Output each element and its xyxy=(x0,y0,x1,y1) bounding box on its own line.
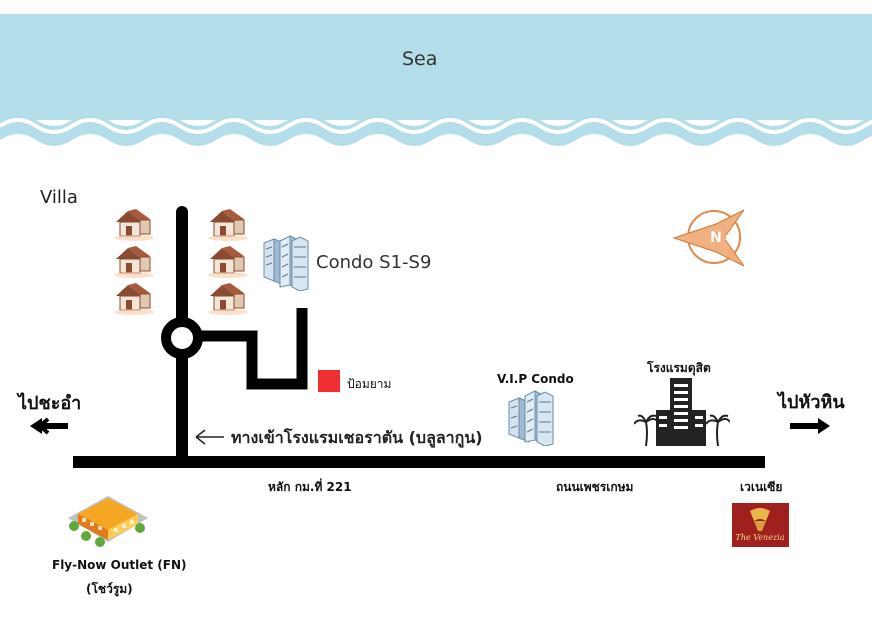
guard-post-label: ป้อมยาม xyxy=(347,377,392,391)
house-icon xyxy=(207,208,249,242)
entrance-label: ทางเข้าโรงแรมเชอราตัน (บลูลากูน) xyxy=(231,428,483,447)
sea-area xyxy=(0,14,872,146)
villa-houses xyxy=(113,208,249,316)
side-road xyxy=(198,308,308,390)
shop-building-icon xyxy=(68,496,148,547)
to-hua-hin-label: ไปหัวหิน xyxy=(778,392,845,413)
house-icon xyxy=(113,245,155,279)
villa-label: Villa xyxy=(40,187,78,208)
house-icon xyxy=(207,245,249,279)
outlet-sublabel: (โชว์รูม) xyxy=(86,582,133,596)
venezia-logo-icon: The Venezia xyxy=(732,503,789,547)
house-icon xyxy=(113,208,155,242)
right-arrow-icon xyxy=(818,418,830,434)
svg-text:The Venezia: The Venezia xyxy=(736,533,785,542)
compass-letter: N xyxy=(710,230,722,246)
house-icon xyxy=(113,282,155,316)
sea-label: Sea xyxy=(402,48,438,70)
compass-icon: N xyxy=(672,209,745,267)
entrance-arrow-icon xyxy=(195,429,224,445)
km-marker-label: หลัก กม.ที่ 221 xyxy=(268,480,352,494)
phetkasem-road-label: ถนนเพชรเกษม xyxy=(556,480,634,494)
hotel-tower-icon xyxy=(634,378,730,447)
vip-condo-label: V.I.P Condo xyxy=(497,372,574,386)
main-road-phetkasem xyxy=(73,456,765,468)
house-icon xyxy=(207,282,249,316)
palm-tree-icon xyxy=(634,414,730,447)
to-cha-am-label: ไปชะอำ xyxy=(18,393,82,414)
hotel-label: โรงแรมดุสิต xyxy=(647,361,711,375)
venezia-label: เวเนเซีย xyxy=(740,480,783,494)
vip-building-icon xyxy=(508,390,554,446)
roundabout xyxy=(161,317,203,359)
guard-post-marker xyxy=(318,370,340,392)
outlet-label: Fly-Now Outlet (FN) xyxy=(52,558,187,572)
condo-s-label: Condo S1-S9 xyxy=(316,252,432,273)
building-icon xyxy=(263,235,309,291)
